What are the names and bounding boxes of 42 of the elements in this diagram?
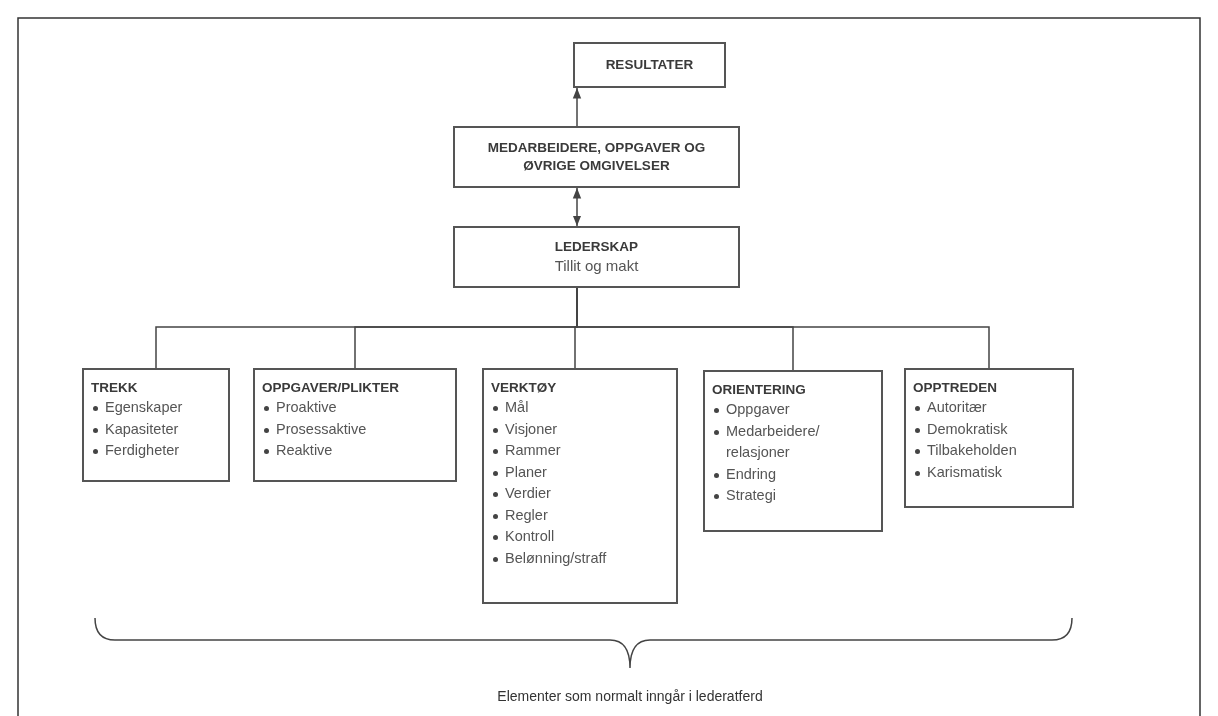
bullet-item: Rammer [491,440,670,462]
bullet-item: Tilbakeholden [913,440,1066,462]
bullet-item: Belønning/straff [491,547,670,569]
box-heading: OPPTREDEN [913,379,998,397]
box-heading: ORIENTERING [712,381,807,399]
bullet-item: Visjoner [491,418,670,440]
bullet-item: Medarbeidere/ relasjoner [712,420,875,464]
bullet-item: Kontroll [491,526,670,548]
bullet-item: Mål [491,397,670,419]
bullet-item: Autoritær [913,397,1066,419]
leadership-box [453,226,740,288]
box-heading: OPPGAVER/PLIKTER [262,379,401,397]
bullet-item: Karismatisk [913,461,1066,483]
box-heading: LEDERSKAP [554,238,639,256]
bullet-item: Kapasiteter [91,418,222,440]
box-heading: MEDARBEIDERE, OPPGAVER OG ØVRIGE OMGIVELSER [486,139,707,175]
result-box [573,42,726,88]
arrow [572,187,582,227]
bullet-item: Strategi [712,485,875,507]
box-heading: TREKK [91,379,139,397]
bullet-item: Planer [491,461,670,483]
bullet-item: Regler [491,504,670,526]
bullet-item: Oppgaver [712,399,875,421]
bullet-item: Ferdigheter [91,440,222,462]
bullet-item: Endring [712,463,875,485]
category-box [253,368,457,482]
arrow [572,87,582,127]
brace-caption: Elementer som normalt inngår i lederatferd [497,688,763,704]
bullet-item: Demokratisk [913,418,1066,440]
category-box [82,368,230,482]
box-heading: VERKTØY [491,379,558,397]
box-subtitle: Tillit og makt [554,256,639,276]
category-box [482,368,678,604]
category-box [703,370,883,532]
bullet-item: Proaktive [262,397,449,419]
context-box [453,126,740,188]
bullet-item: Prosessaktive [262,418,449,440]
category-box [904,368,1074,508]
bullet-item: Egenskaper [91,397,222,419]
bullet-item: Verdier [491,483,670,505]
box-heading: RESULTATER [605,56,694,74]
bullet-item: Reaktive [262,440,449,462]
